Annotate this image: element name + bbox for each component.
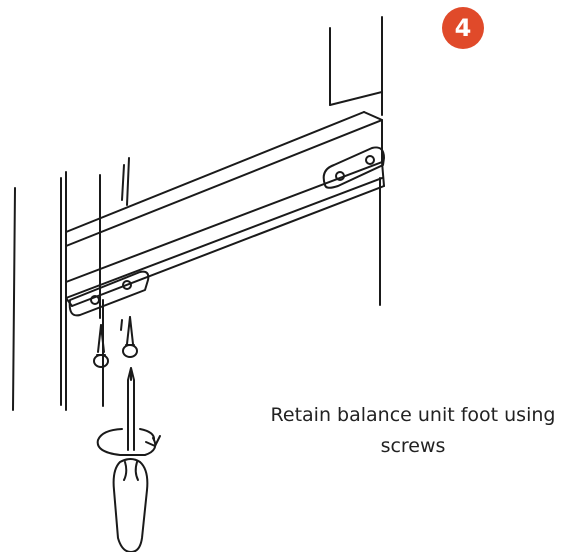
caption-line-1: Retain balance unit foot using	[270, 404, 556, 426]
screw-left-icon	[93, 324, 109, 368]
instruction-caption: Retain balance unit foot using screws	[248, 400, 578, 462]
screw-right-icon	[122, 316, 138, 358]
caption-line-2: screws	[380, 435, 446, 457]
foot-plate-right	[322, 146, 385, 189]
foot-plate-left	[68, 270, 150, 317]
step-number-badge: 4	[442, 7, 484, 49]
right-frame-post	[329, 16, 383, 306]
rotation-arrow-icon	[96, 428, 161, 456]
step-number: 4	[454, 14, 472, 42]
screwdriver-icon	[112, 367, 149, 553]
balance-unit-foot-rail	[65, 111, 385, 307]
